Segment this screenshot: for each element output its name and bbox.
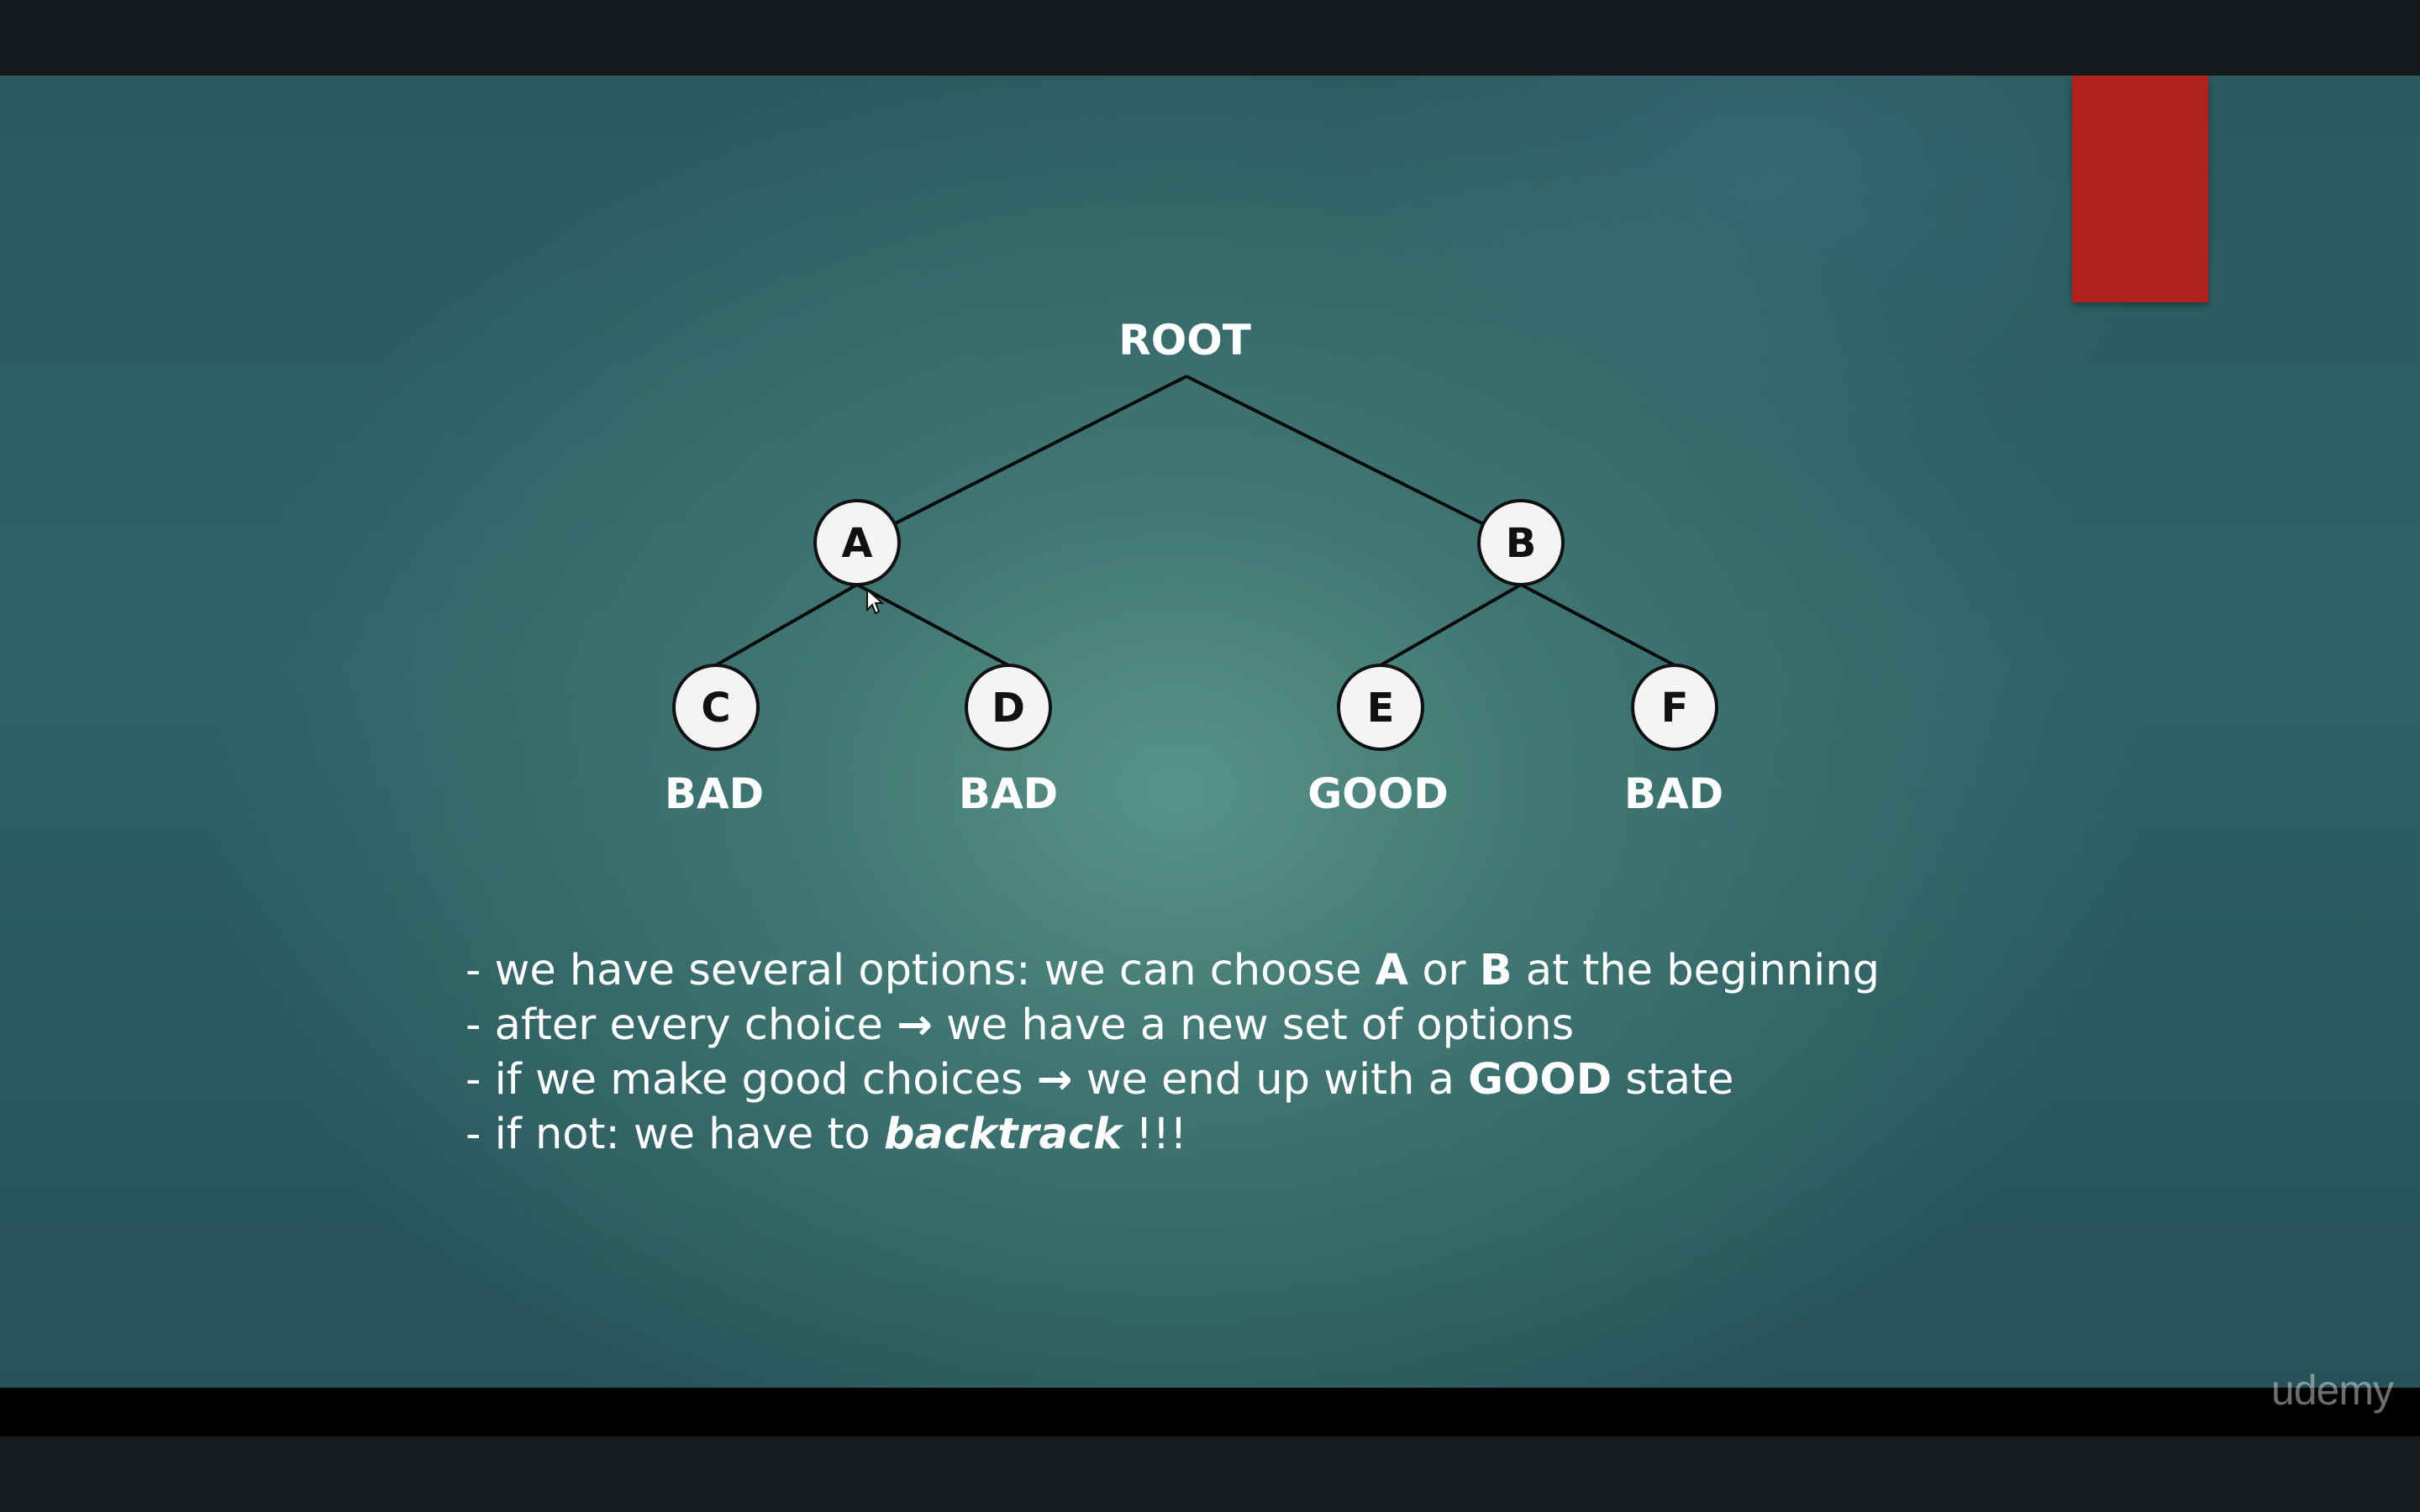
bullet-text: - if we make good choices bbox=[466, 1055, 1037, 1105]
bullet-bold: B bbox=[1479, 946, 1512, 995]
edge-root-a bbox=[856, 375, 1187, 544]
node-b: B bbox=[1477, 499, 1565, 586]
arrow-right-icon: → bbox=[897, 1000, 933, 1050]
arrow-right-icon: → bbox=[1036, 1055, 1073, 1105]
state-label-e: GOOD bbox=[1307, 769, 1449, 818]
bullet-text: or bbox=[1408, 946, 1480, 995]
mouse-cursor-icon bbox=[866, 588, 885, 615]
root-label: ROOT bbox=[1118, 316, 1251, 365]
bullet-text: - after every choice bbox=[466, 1000, 897, 1050]
node-d: D bbox=[965, 664, 1052, 751]
edge-a-d bbox=[856, 583, 1009, 667]
state-label-c: BAD bbox=[665, 769, 764, 818]
bullet-text: - we have several options: we can choose bbox=[466, 946, 1376, 995]
node-d-label: D bbox=[992, 685, 1025, 732]
state-label-d: BAD bbox=[959, 769, 1058, 818]
top-letterbox-bar bbox=[0, 0, 2420, 76]
bullet-bold: A bbox=[1375, 946, 1409, 995]
edge-b-f bbox=[1520, 583, 1676, 667]
bullet-bold: GOOD bbox=[1468, 1055, 1612, 1105]
edge-a-c bbox=[715, 583, 858, 667]
lecture-slide: ROOT A B C D E bbox=[0, 76, 2420, 1388]
bullet-text: !!! bbox=[1122, 1110, 1187, 1159]
bullet-text: we have a new set of options bbox=[932, 1000, 1575, 1050]
node-e-label: E bbox=[1367, 685, 1395, 732]
tree-diagram: ROOT A B C D E bbox=[665, 316, 1723, 818]
node-f: F bbox=[1631, 664, 1718, 751]
node-c: C bbox=[672, 664, 760, 751]
bottom-letterbox-bar bbox=[0, 1388, 2420, 1436]
slide-accent-tab bbox=[2072, 76, 2208, 302]
bullet-text: state bbox=[1612, 1055, 1734, 1105]
node-f-label: F bbox=[1661, 685, 1689, 732]
node-a-label: A bbox=[841, 520, 872, 567]
node-b-label: B bbox=[1506, 520, 1537, 567]
bullet-list: - we have several options: we can choose… bbox=[466, 943, 1880, 1162]
edge-root-b bbox=[1186, 375, 1522, 544]
bullet-item: - if we make good choices → we end up wi… bbox=[466, 1053, 1880, 1107]
bullet-text: we end up with a bbox=[1072, 1055, 1469, 1105]
bullet-text: - if not: we have to bbox=[466, 1110, 884, 1159]
node-c-label: C bbox=[701, 685, 730, 732]
bottom-strip bbox=[0, 1436, 2420, 1512]
state-label-f: BAD bbox=[1624, 769, 1723, 818]
udemy-watermark: udemy bbox=[2270, 1367, 2394, 1414]
bullet-bold-italic: backtrack bbox=[883, 1110, 1123, 1159]
bullet-text: at the beginning bbox=[1512, 946, 1880, 995]
bullet-item: - after every choice → we have a new set… bbox=[466, 998, 1880, 1053]
node-a: A bbox=[813, 499, 901, 586]
bullet-item: - if not: we have to backtrack !!! bbox=[466, 1107, 1880, 1162]
node-e: E bbox=[1337, 664, 1424, 751]
edge-b-e bbox=[1380, 583, 1522, 667]
bullet-item: - we have several options: we can choose… bbox=[466, 943, 1880, 998]
